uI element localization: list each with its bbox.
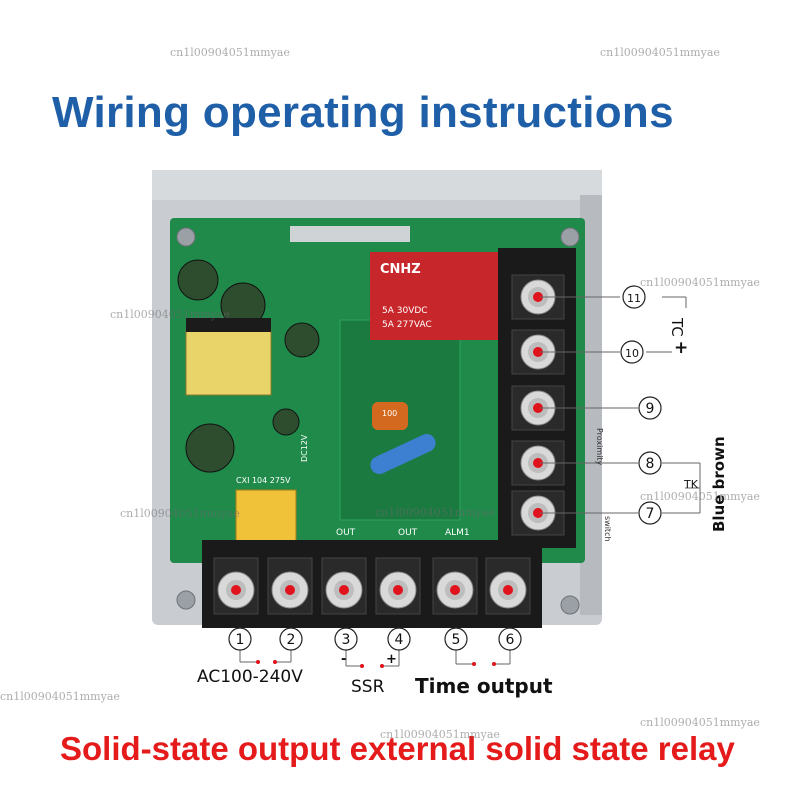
terminal-number-11: 11 xyxy=(622,285,646,309)
capacitor xyxy=(185,423,235,473)
screw xyxy=(176,227,196,247)
tc-plus: + xyxy=(674,338,689,358)
bottom-terminal-block xyxy=(202,540,542,628)
watermark: cn1l00904051mmyae xyxy=(0,690,120,703)
relay-rating-2: 5A 277VAC xyxy=(382,320,432,330)
blue-brown-label: Blue brown xyxy=(710,436,728,532)
terminal-screw-3 xyxy=(321,557,367,615)
footer-caption: Solid-state output external solid state … xyxy=(60,730,735,767)
pcb-alm: ALM1 xyxy=(445,528,470,538)
tc-label: TC xyxy=(668,318,686,337)
pcb-cap: CXI 104 275V xyxy=(236,476,291,485)
terminal-number-8: 8 xyxy=(638,451,662,475)
relay-rating-1: 5A 30VDC xyxy=(382,306,428,316)
screw xyxy=(176,590,196,610)
relay xyxy=(370,252,500,340)
page-title: Wiring operating instructions xyxy=(52,88,674,137)
terminal-screw-10 xyxy=(511,329,565,375)
ssr-plus: + xyxy=(386,652,397,667)
terminal-screw-5 xyxy=(432,557,478,615)
svg-text:5: 5 xyxy=(452,632,461,648)
terminal-number-1: 1 xyxy=(228,627,252,651)
leader-lines xyxy=(239,296,701,667)
watermark: cn1l00904051mmyae xyxy=(640,490,760,503)
ssr-label: SSR xyxy=(351,677,385,697)
ssr-minus: - xyxy=(341,652,347,667)
watermark: cn1l00904051mmyae xyxy=(170,46,290,59)
watermark: cn1l00904051mmyae xyxy=(120,507,240,520)
screw xyxy=(560,227,580,247)
watermark: cn1l00904051mmyae xyxy=(640,276,760,289)
terminal-number-6: 6 xyxy=(498,627,522,651)
svg-text:9: 9 xyxy=(646,401,655,417)
watermark: cn1l00904051mmyae xyxy=(110,308,230,321)
svg-text:1: 1 xyxy=(236,632,245,648)
watermark: cn1l00904051mmyae xyxy=(600,46,720,59)
terminal-number-4: 4 xyxy=(387,627,411,651)
terminal-screw-1 xyxy=(213,557,259,615)
terminal-screw-4 xyxy=(375,557,421,615)
terminal-screw-6 xyxy=(485,557,531,615)
watermark: cn1l00904051mmyae xyxy=(640,716,760,729)
pcb-dc: DC12V xyxy=(300,434,309,462)
film-capacitor xyxy=(372,402,408,430)
capacitor xyxy=(272,408,300,436)
terminal-screw-2 xyxy=(267,557,313,615)
terminal-number-9: 9 xyxy=(638,396,662,420)
capacitor xyxy=(177,259,219,301)
proximity-label: Proximity xyxy=(595,428,604,466)
terminal-screw-8 xyxy=(511,440,565,486)
svg-text:3: 3 xyxy=(342,632,351,648)
pcb-out1: OUT xyxy=(336,528,356,538)
capacitor xyxy=(284,322,320,358)
pcb-out2: OUT xyxy=(398,528,418,538)
resistor xyxy=(370,434,436,474)
relay-brand: CNHZ xyxy=(380,262,421,277)
terminal-screw-11 xyxy=(511,274,565,320)
watermark: cn1l00904051mmyae xyxy=(375,506,495,519)
tk-label: TK xyxy=(684,478,698,491)
svg-text:10: 10 xyxy=(625,347,639,360)
switch-label: switch xyxy=(603,516,612,542)
junction-dots xyxy=(256,660,496,668)
terminal-number-5: 5 xyxy=(444,627,468,651)
screw xyxy=(560,595,580,615)
svg-text:8: 8 xyxy=(646,456,655,472)
svg-text:6: 6 xyxy=(506,632,515,648)
time-output-label: Time output xyxy=(415,674,553,698)
svg-text:7: 7 xyxy=(646,506,655,522)
transformer xyxy=(185,329,272,396)
svg-text:2: 2 xyxy=(287,632,296,648)
svg-text:11: 11 xyxy=(627,292,641,305)
header-pins xyxy=(290,226,410,242)
power-label: AC100-240V xyxy=(197,667,303,687)
watermark: cn1l00904051mmyae xyxy=(380,728,500,741)
terminal-number-7: 7 xyxy=(638,501,662,525)
terminal-number-2: 2 xyxy=(279,627,303,651)
cap-label: 100 xyxy=(382,409,398,418)
svg-text:4: 4 xyxy=(395,632,404,648)
terminal-number-3: 3 xyxy=(334,627,358,651)
terminal-number-10: 10 xyxy=(620,340,644,364)
